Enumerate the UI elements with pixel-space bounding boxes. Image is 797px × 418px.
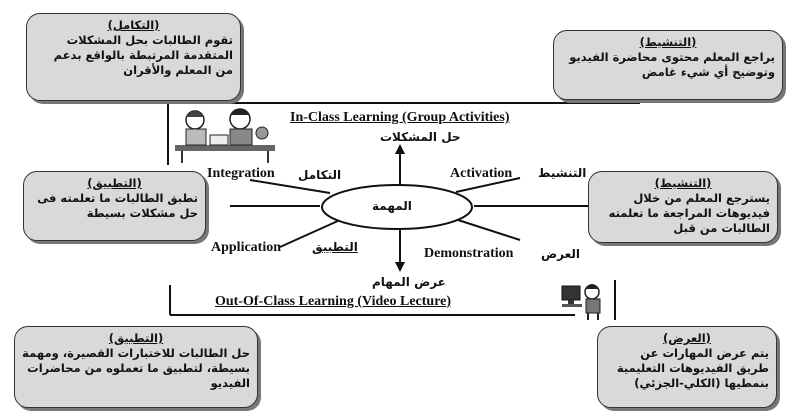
students-working-icon [175, 108, 275, 163]
application-ar-label: التطبيق [312, 240, 358, 254]
activation-top-box-heading: (التنشيط) [639, 35, 697, 49]
integration-ar-label: التكامل [298, 168, 342, 182]
activation-top-box: (التنشيط) يراجع المعلم محتوى محاضرة الفي… [553, 30, 783, 100]
task-show-label: عرض المهام [372, 275, 446, 289]
integration-en-label: Integration [207, 166, 275, 181]
application-bottom-box-heading: (التطبيق) [108, 331, 164, 345]
activation-right-box-heading: (التنشيط) [654, 176, 712, 190]
demonstration-en-label: Demonstration [424, 246, 514, 261]
out-class-label: Out-Of-Class Learning (Video Lecture) [215, 294, 452, 309]
application-left-box-heading: (التطبيق) [87, 176, 142, 190]
application-en-label: Application [211, 240, 282, 255]
demonstration-box-text: يتم عرض المهارات عن طريق الفيديوهات التع… [616, 346, 769, 390]
application-bottom-box-text: حل الطالبات للاختبارات القصيرة، ومهمة بس… [22, 346, 250, 390]
application-left-box-text: تطبق الطالبات ما تعلمته فى حل مشكلات بسي… [37, 191, 198, 220]
application-left-box: (التطبيق) تطبق الطالبات ما تعلمته فى حل … [23, 171, 206, 241]
integration-box-text: تقوم الطالبات بحل المشكلات المتقدمة المر… [53, 33, 233, 77]
application-bottom-box: (التطبيق) حل الطالبات للاختبارات القصيرة… [14, 326, 258, 408]
demonstration-box: (العرض) يتم عرض المهارات عن طريق الفيديو… [597, 326, 777, 408]
activation-ar-label: التنشيط [538, 166, 587, 180]
in-class-label: In-Class Learning (Group Activities) [290, 110, 510, 125]
activation-top-box-text: يراجع المعلم محتوى محاضرة الفيديو وتوضيح… [569, 50, 775, 79]
integration-box-heading: (التكامل) [107, 18, 160, 32]
activation-en-label: Activation [450, 166, 513, 181]
task-center-label: المهمة [372, 199, 412, 213]
demonstration-box-heading: (العرض) [663, 331, 711, 345]
activation-right-box-text: يسترجع المعلم من خلال فيديوهات المراجعة … [608, 191, 770, 235]
student-at-computer-icon [561, 284, 601, 320]
integration-box: (التكامل) تقوم الطالبات بحل المشكلات الم… [26, 13, 241, 101]
activation-right-box: (التنشيط) يسترجع المعلم من خلال فيديوهات… [588, 171, 778, 243]
problem-solving-label: حل المشكلات [380, 130, 461, 144]
demonstration-ar-label: العرض [541, 247, 580, 261]
